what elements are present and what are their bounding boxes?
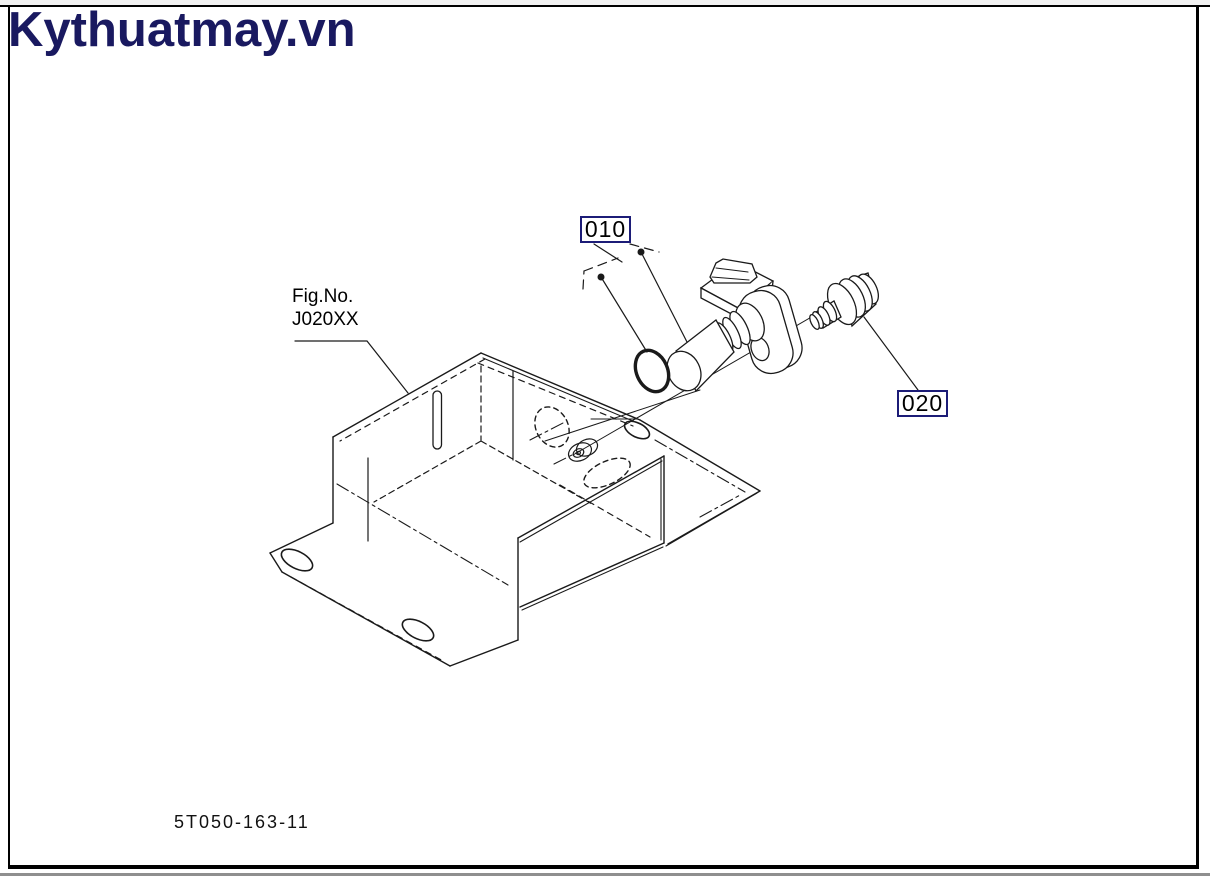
bracket	[270, 353, 760, 666]
connector-plug-part	[808, 271, 883, 331]
page-border-left	[8, 7, 10, 865]
o-ring-part	[629, 345, 675, 397]
page-border-right	[1196, 7, 1199, 868]
callout-020[interactable]: 020	[897, 390, 948, 417]
window-bottom-bar	[0, 873, 1210, 876]
site-logo: Kythuatmay.vn	[8, 3, 356, 57]
sensor-part	[661, 259, 807, 396]
window-top-strip	[0, 0, 1210, 5]
grommet	[566, 436, 601, 465]
page-border-top	[0, 5, 1210, 7]
figure-number: Fig.No. J020XX	[292, 286, 359, 330]
drawing-code: 5T050-163-11	[174, 812, 310, 832]
leader-lines	[295, 244, 918, 393]
callout-010[interactable]: 010	[580, 216, 631, 243]
page-border-bottom	[8, 865, 1199, 869]
